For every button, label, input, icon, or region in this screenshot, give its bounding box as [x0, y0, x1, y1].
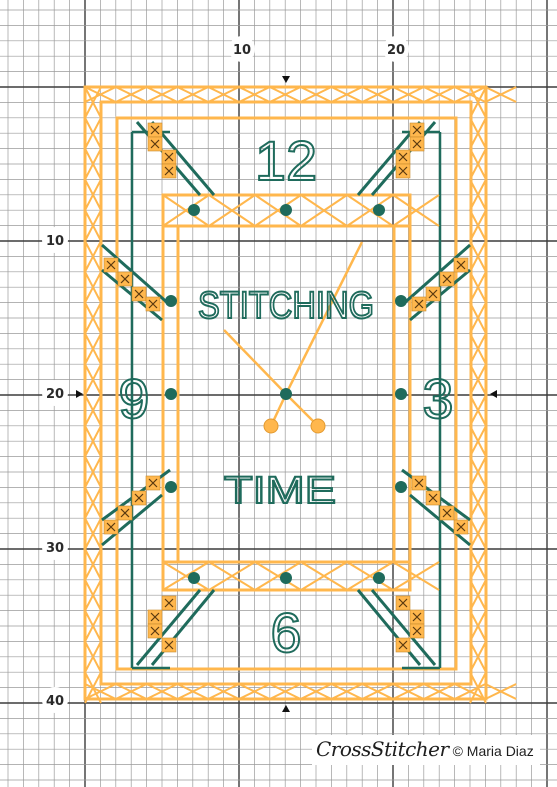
left-axis-label: 10 [42, 227, 68, 253]
left-axis-label: 20 [42, 380, 68, 406]
center-arrow-right [490, 390, 497, 398]
top-axis-label: 10 [229, 36, 255, 62]
left-axis-label: 30 [42, 534, 68, 560]
svg-text:30: 30 [46, 541, 64, 556]
brand-credit: CrossStitcher © Maria Diaz [312, 735, 540, 765]
numeral-six: 6 [270, 601, 301, 664]
svg-text:20: 20 [387, 43, 405, 58]
axis-labels: 10 20 10 20 30 40 [42, 36, 409, 713]
numeral-nine: 9 [118, 367, 149, 430]
svg-text:40: 40 [46, 694, 64, 709]
center-arrow-top [282, 76, 290, 83]
left-axis-label: 40 [42, 687, 68, 713]
center-arrow-bottom [282, 705, 290, 712]
text-time: TIME [224, 470, 336, 512]
svg-text:20: 20 [46, 387, 64, 402]
hand-end-dot [311, 419, 325, 433]
crossstitcher-logo: CrossStitcher [316, 737, 449, 761]
numeral-twelve: 12 [255, 129, 317, 192]
clock-hands [224, 242, 362, 426]
text-stitching: STITCHING [198, 285, 374, 327]
hand-end-dot [264, 419, 278, 433]
svg-text:10: 10 [46, 234, 64, 249]
center-arrow-left [76, 390, 83, 398]
french-knots [165, 204, 407, 584]
author-credit: © Maria Diaz [453, 743, 534, 759]
top-axis-label: 20 [383, 36, 409, 62]
numeral-three: 3 [422, 367, 453, 430]
svg-text:10: 10 [233, 43, 251, 58]
